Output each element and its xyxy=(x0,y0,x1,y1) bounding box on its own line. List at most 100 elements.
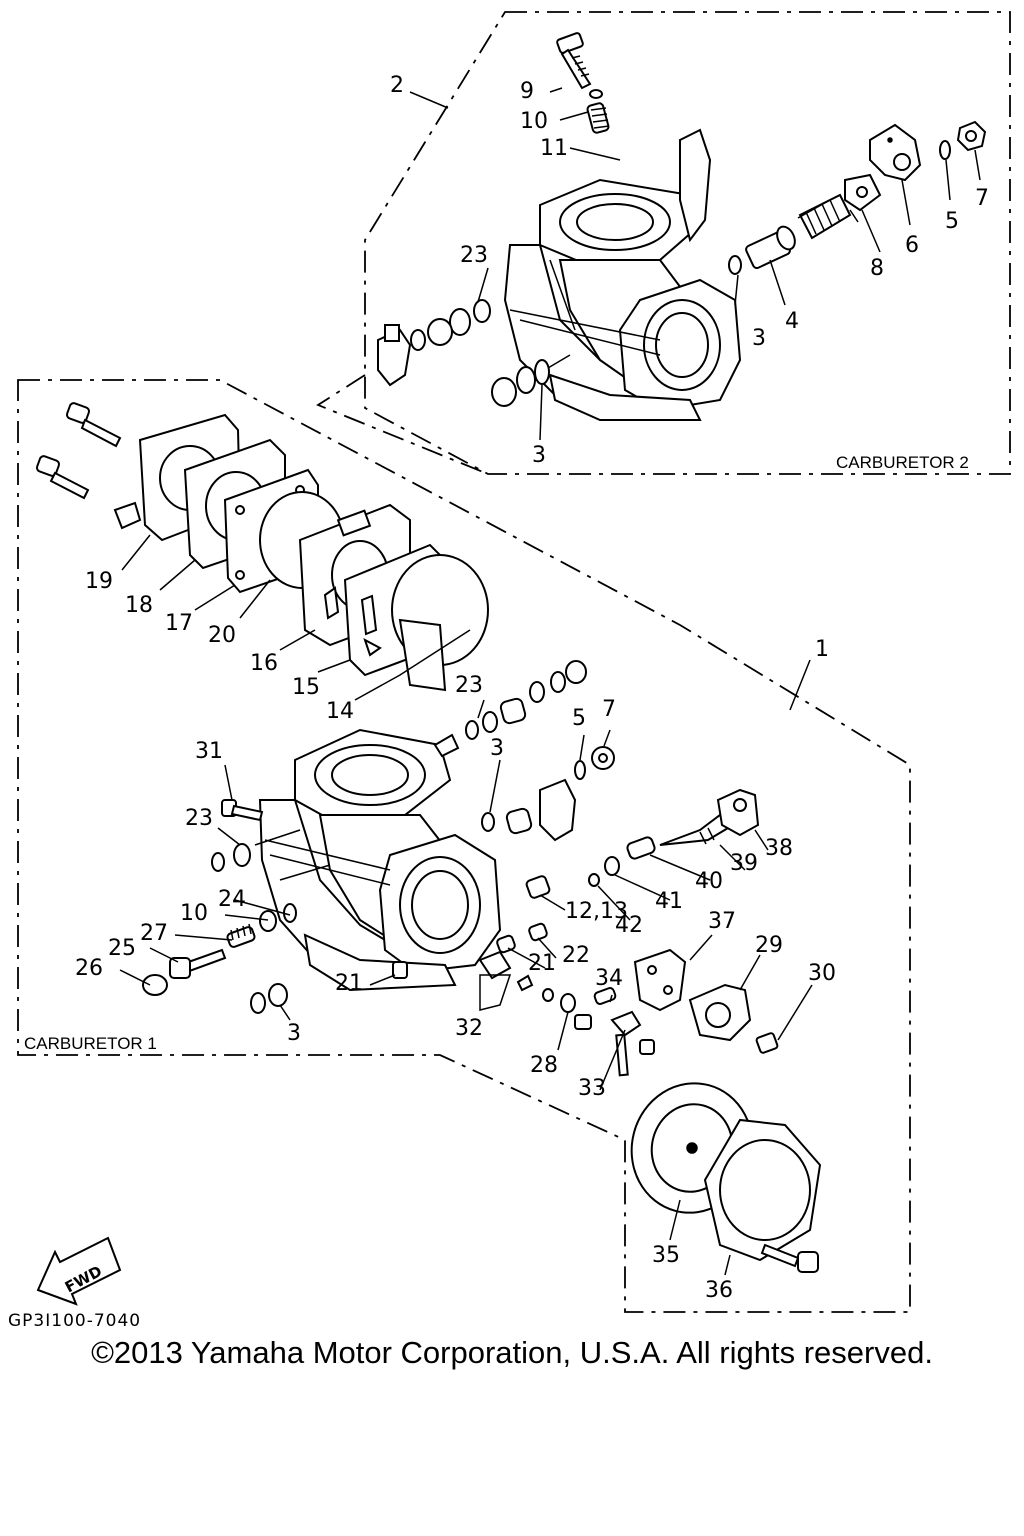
callout-16: 16 xyxy=(250,651,278,676)
carburetor-1-body xyxy=(254,728,502,992)
carburetor-1-label: CARBURETOR 1 xyxy=(24,1034,157,1053)
callout-39: 39 xyxy=(730,851,758,876)
callout-23: 23 xyxy=(185,806,213,831)
callout-21: 21 xyxy=(528,951,556,976)
callout-33: 33 xyxy=(578,1076,606,1101)
callout-23: 23 xyxy=(455,673,483,698)
washer-c1-24 xyxy=(259,910,277,932)
spring-11 xyxy=(586,102,610,134)
throttle-pulley-6 xyxy=(869,123,922,182)
callout-27: 27 xyxy=(140,921,168,946)
callout-12-13: 12,13 xyxy=(565,899,628,924)
pilot-jet-12-13 xyxy=(525,875,551,899)
idle-screw-25 xyxy=(169,948,227,979)
screw-31 xyxy=(221,799,264,822)
callout-5: 5 xyxy=(572,706,586,731)
callout-1: 1 xyxy=(815,637,829,662)
carburetor-2-group-outline xyxy=(316,11,1011,475)
valve-seat-38 xyxy=(716,788,760,837)
jet-21-upper xyxy=(496,934,516,954)
callout-28: 28 xyxy=(530,1053,558,1078)
washer-23-c1-left xyxy=(233,843,251,867)
screw-30 xyxy=(755,1032,779,1054)
callout-38: 38 xyxy=(765,836,793,861)
washer-3-c1-mid xyxy=(481,812,495,832)
callout-labels: 2 9 10 11 23 3 4 8 6 5 7 3 CARBURETOR 2 … xyxy=(24,73,989,1303)
callout-5: 5 xyxy=(945,209,959,234)
callout-11: 11 xyxy=(540,136,568,161)
washers-23-c2 xyxy=(410,299,491,351)
callout-18: 18 xyxy=(125,593,153,618)
callout-40: 40 xyxy=(695,869,723,894)
callout-42: 42 xyxy=(615,913,643,938)
callout-26: 26 xyxy=(75,956,103,981)
screw-36 xyxy=(760,1243,819,1273)
washers-3-c1-bottom xyxy=(250,983,288,1014)
callout-19: 19 xyxy=(85,569,113,594)
bracket-c1 xyxy=(539,778,577,842)
nut-7-c2 xyxy=(956,120,987,152)
callout-17: 17 xyxy=(165,611,193,636)
lever-33 xyxy=(610,1010,655,1077)
callout-22: 22 xyxy=(562,943,590,968)
spring-40 xyxy=(626,836,656,860)
nut-7-c1 xyxy=(591,746,615,770)
callout-10: 10 xyxy=(180,901,208,926)
leader-lines xyxy=(119,87,981,1276)
main-jet-32 xyxy=(478,950,534,992)
callout-23: 23 xyxy=(460,243,488,268)
carburetor-2-label: CARBURETOR 2 xyxy=(836,453,969,472)
callout-14: 14 xyxy=(326,699,354,724)
fwd-arrow-icon: FWD xyxy=(36,1236,122,1306)
callout-6: 6 xyxy=(905,233,919,258)
spring-c2-throttle xyxy=(797,193,859,240)
callout-2: 2 xyxy=(390,73,404,98)
callout-7: 7 xyxy=(602,697,616,722)
callout-36: 36 xyxy=(705,1278,733,1303)
jet-22 xyxy=(528,922,548,942)
washer-41 xyxy=(604,856,620,876)
callout-8: 8 xyxy=(870,256,884,281)
needle-valve-39 xyxy=(659,813,730,846)
spring-27 xyxy=(226,923,256,948)
callout-21: 21 xyxy=(335,971,363,996)
callout-41: 41 xyxy=(655,889,683,914)
gasket-37 xyxy=(633,948,687,1012)
diaphragm-14 xyxy=(391,554,489,692)
callout-30: 30 xyxy=(808,961,836,986)
screw-9 xyxy=(556,32,592,90)
lever-8 xyxy=(844,173,882,212)
callout-37: 37 xyxy=(708,909,736,934)
washer-3-c2-upper xyxy=(728,255,742,275)
callout-29: 29 xyxy=(755,933,783,958)
callout-4: 4 xyxy=(785,309,799,334)
callout-15: 15 xyxy=(292,675,320,700)
washer-screw-28 xyxy=(542,988,592,1030)
callout-9: 9 xyxy=(520,79,534,104)
screw-21-lower xyxy=(392,961,408,979)
copyright-notice: ©2013 Yamaha Motor Corporation, U.S.A. A… xyxy=(91,1335,933,1370)
cover-36 xyxy=(703,1118,822,1262)
exploded-parts-diagram: 2 9 10 11 23 3 4 8 6 5 7 3 CARBURETOR 2 … xyxy=(8,11,1011,1331)
callout-10: 10 xyxy=(520,109,548,134)
callout-7: 7 xyxy=(975,186,989,211)
washers-3-c2-lower xyxy=(491,354,571,407)
drawing-code: GP3I100-7040 xyxy=(8,1311,141,1331)
o-ring-42 xyxy=(588,873,600,887)
callout-35: 35 xyxy=(652,1243,680,1268)
c1-right-stack xyxy=(465,660,587,740)
carburetor-2-body xyxy=(503,128,742,422)
callout-3: 3 xyxy=(287,1021,301,1046)
callout-31: 31 xyxy=(195,739,223,764)
throttle-stop-screw-4 xyxy=(745,225,796,270)
callout-34: 34 xyxy=(595,966,623,991)
callout-3: 3 xyxy=(752,326,766,351)
bracket-c2 xyxy=(377,324,412,387)
o-ring-10-c2 xyxy=(589,89,603,99)
circlip-5-c2 xyxy=(939,140,951,160)
spring-c1-mid xyxy=(505,807,533,835)
callout-24: 24 xyxy=(218,887,246,912)
cover-29 xyxy=(688,983,752,1042)
callout-32: 32 xyxy=(455,1016,483,1041)
circlip-c1-left xyxy=(211,852,225,872)
